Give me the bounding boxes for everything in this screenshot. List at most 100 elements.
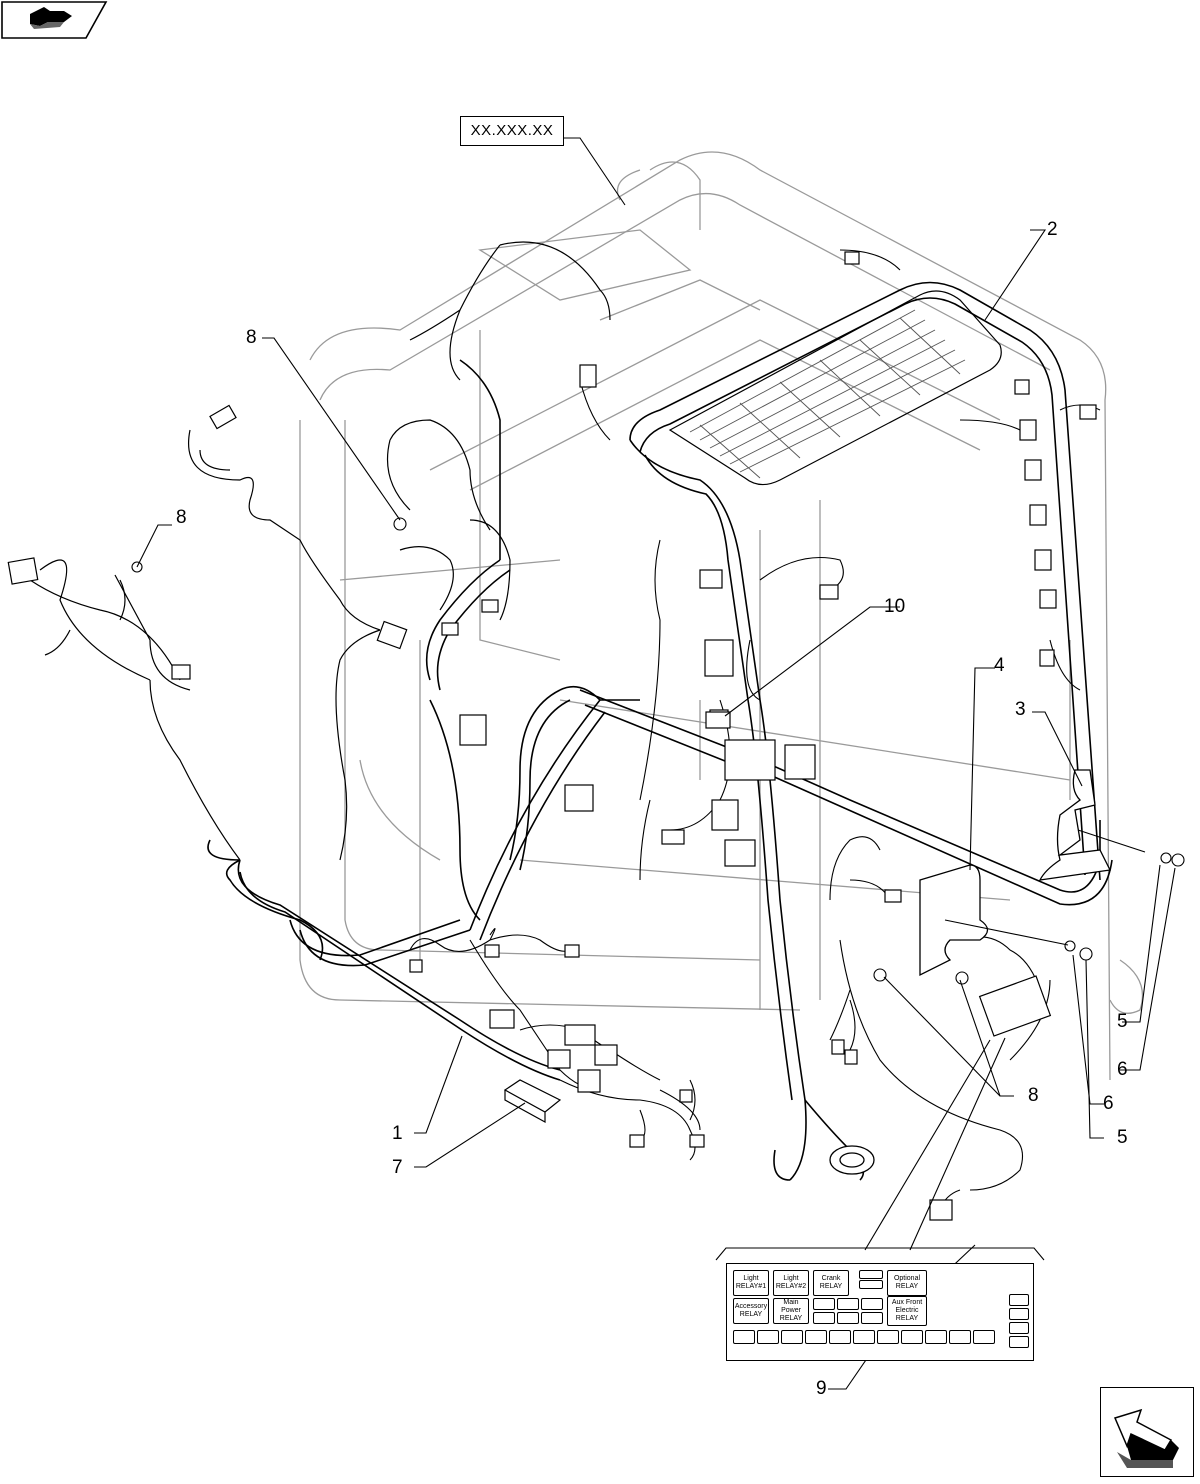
washer	[1064, 940, 1076, 952]
connector	[459, 714, 487, 746]
connector	[564, 1024, 596, 1046]
relay-crank: Crank RELAY	[813, 1270, 849, 1296]
connector	[564, 784, 594, 812]
connector	[409, 959, 423, 973]
connector	[929, 1199, 953, 1221]
callout-5b: 5	[1117, 1127, 1128, 1148]
relay-label-panel: Light RELAY#1 Light RELAY#2 Crank RELAY …	[726, 1263, 1034, 1361]
connector	[679, 1089, 693, 1103]
fasteners	[131, 517, 1185, 985]
connector	[784, 744, 816, 780]
fuse-slot	[837, 1298, 859, 1310]
connector	[724, 839, 756, 867]
connector	[629, 1134, 645, 1148]
callout-9: 9	[816, 1378, 827, 1399]
relay-optional: Optional RELAY	[887, 1270, 927, 1296]
fuse-slot	[901, 1330, 923, 1344]
fuse-slot	[1009, 1294, 1029, 1306]
connector	[7, 557, 39, 585]
connector	[1014, 379, 1030, 395]
fuse-slot	[949, 1330, 971, 1344]
callout-7: 7	[392, 1157, 403, 1178]
connector	[661, 829, 685, 845]
fuse-slot	[813, 1312, 835, 1324]
connector	[1039, 589, 1057, 609]
callout-1: 1	[392, 1123, 403, 1144]
callout-8b: 8	[176, 507, 187, 528]
connector	[844, 251, 860, 265]
bolt	[873, 968, 887, 982]
callout-3: 3	[1015, 699, 1026, 720]
roof-grille	[668, 290, 1002, 486]
relay-label-frame	[715, 1247, 1045, 1261]
fuse-slot	[859, 1280, 883, 1289]
connector	[441, 622, 459, 636]
next-page-arrow-icon[interactable]	[1100, 1387, 1194, 1477]
cab-frame-ghost	[299, 151, 1144, 1081]
connector	[171, 664, 191, 680]
connector	[579, 364, 597, 388]
callout-2: 2	[1047, 219, 1058, 240]
fuse-slot	[1009, 1308, 1029, 1320]
connector	[844, 1049, 858, 1065]
relay-aux-front-electric: Aux Front Electric RELAY	[887, 1296, 927, 1326]
connector	[564, 944, 580, 958]
grommet	[829, 1145, 875, 1175]
connector	[1029, 504, 1047, 526]
connector	[1024, 459, 1042, 481]
callout-5a: 5	[1117, 1011, 1128, 1032]
callout-6a: 6	[1117, 1059, 1128, 1080]
washer	[1160, 852, 1172, 864]
fuse-slot	[837, 1312, 859, 1324]
fuse-slot	[877, 1330, 899, 1344]
main-harness	[207, 359, 1113, 1081]
connector	[884, 889, 902, 903]
connector	[481, 599, 499, 613]
relay-accessory: Accessory RELAY	[733, 1298, 769, 1324]
connector	[1039, 649, 1055, 667]
connector	[484, 944, 500, 958]
connector	[704, 639, 734, 677]
relay-holder	[705, 711, 731, 729]
fuse-slot	[853, 1330, 875, 1344]
fuse-box	[978, 975, 1052, 1037]
fuse-slot	[757, 1330, 779, 1344]
connector	[1079, 404, 1097, 420]
connector	[699, 569, 723, 589]
connector	[209, 404, 237, 430]
connector	[1034, 549, 1052, 571]
relay-light-1: Light RELAY#1	[733, 1270, 769, 1296]
callout-8a: 8	[246, 327, 257, 348]
connector	[724, 739, 776, 781]
bolt	[955, 971, 969, 985]
connectors	[7, 251, 1097, 1221]
fuse-slot	[861, 1298, 883, 1310]
reference-code-box: XX.XXX.XX	[460, 116, 564, 146]
connector	[711, 799, 739, 831]
fuse-slot	[859, 1270, 883, 1279]
fuse-slot	[1009, 1336, 1029, 1348]
fuse-cover	[503, 1079, 562, 1124]
left-harness	[29, 241, 611, 861]
connector	[819, 584, 839, 600]
connector	[376, 620, 408, 650]
bracket	[1038, 769, 1111, 881]
connector	[1019, 419, 1037, 441]
relay-main-power: Main Power RELAY	[773, 1298, 809, 1324]
fuse-slot	[733, 1330, 755, 1344]
nut	[1171, 853, 1185, 867]
connector	[831, 1039, 845, 1055]
callout-4: 4	[994, 655, 1005, 676]
fuse-slot	[829, 1330, 851, 1344]
pointer-hand-icon	[1, 1, 108, 39]
leader-lines	[136, 137, 1176, 1390]
connector	[594, 1044, 618, 1066]
fuse-slot	[813, 1298, 835, 1310]
fuse-slot	[781, 1330, 803, 1344]
callout-10: 10	[884, 596, 906, 617]
fuse-slot	[973, 1330, 995, 1344]
callout-8c: 8	[1028, 1085, 1039, 1106]
plate	[919, 864, 989, 977]
